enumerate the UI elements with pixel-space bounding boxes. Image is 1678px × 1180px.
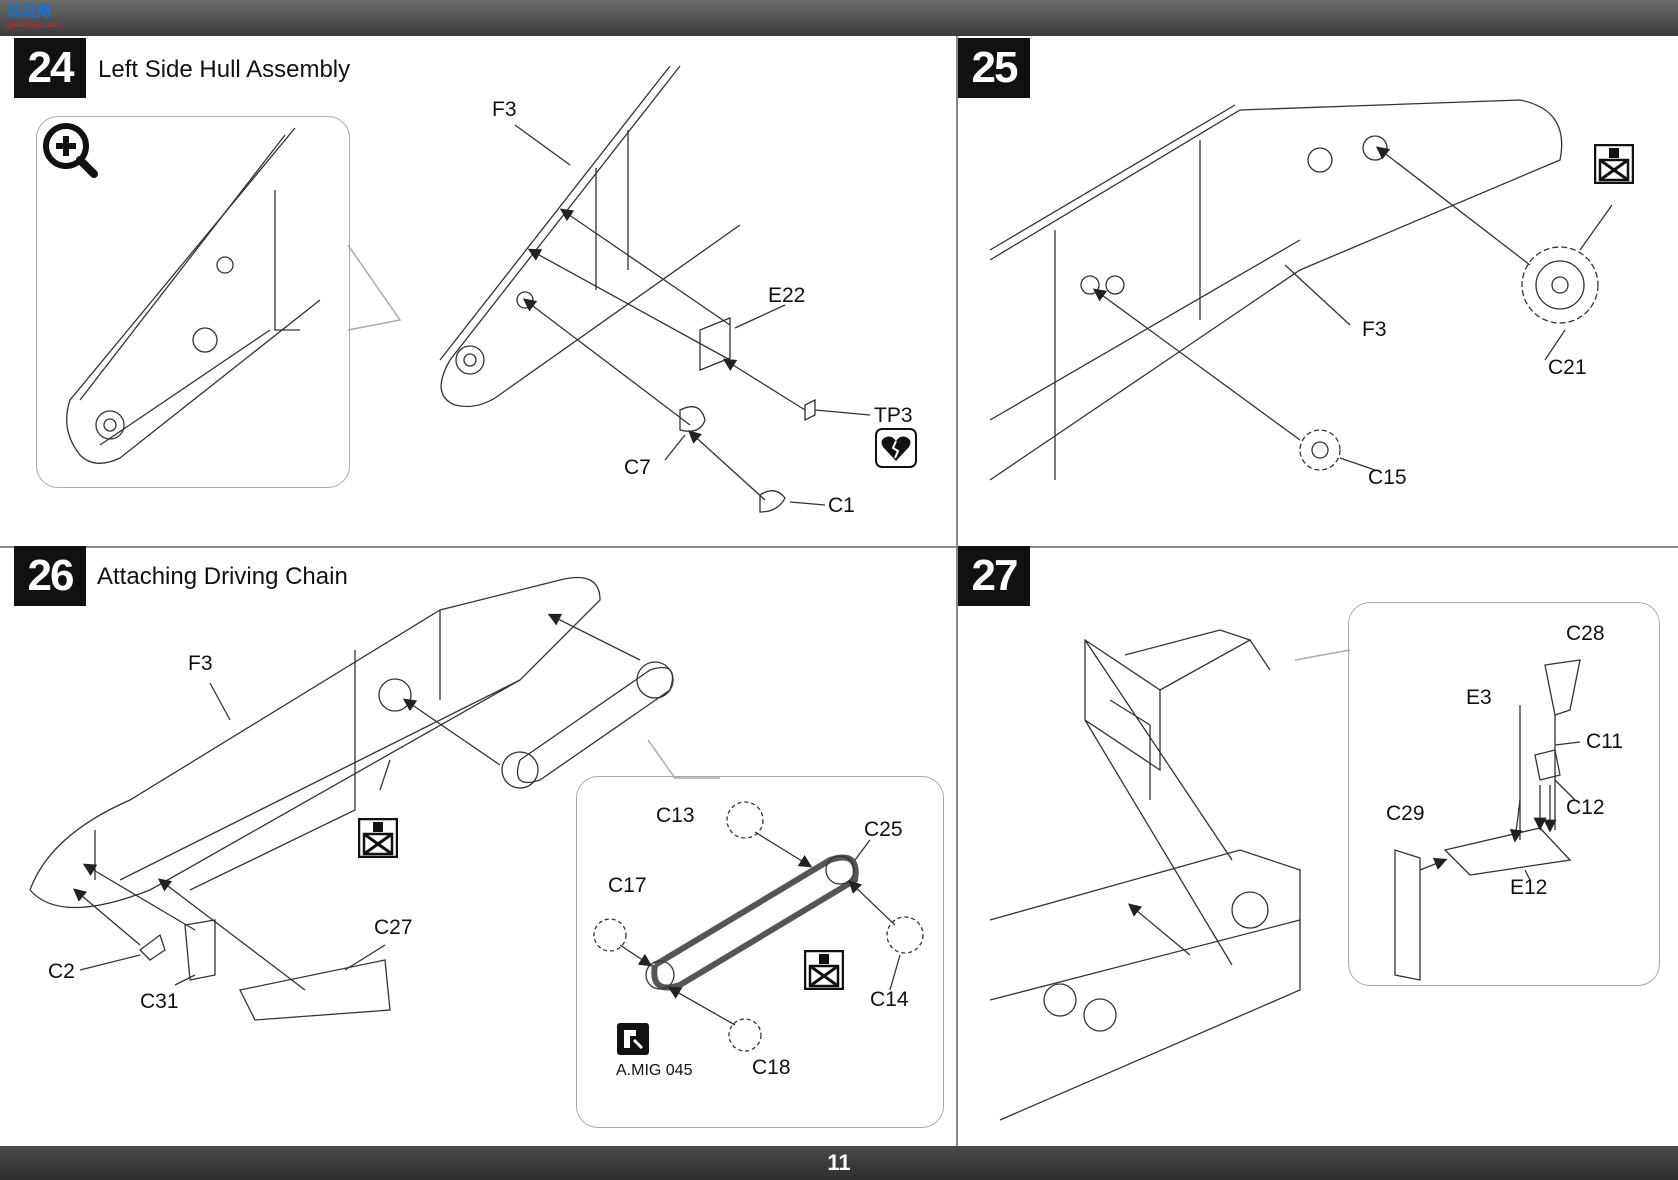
label-c28: C28 xyxy=(1566,622,1605,645)
label-f3: F3 xyxy=(188,652,213,675)
no-glue-icon xyxy=(1593,143,1635,189)
step-24-zoom-callout xyxy=(36,116,350,488)
label-c17: C17 xyxy=(608,874,647,897)
zoom-in-icon xyxy=(42,122,98,183)
label-c1: C1 xyxy=(828,494,855,517)
step-24-number: 24 xyxy=(14,38,86,98)
horizontal-divider xyxy=(0,546,1678,548)
no-glue-icon xyxy=(803,949,845,995)
label-tp3: TP3 xyxy=(874,404,913,427)
step-26-detail-callout xyxy=(576,776,944,1128)
label-c15: C15 xyxy=(1368,466,1407,489)
label-c14: C14 xyxy=(870,988,909,1011)
label-c18: C18 xyxy=(752,1056,791,1079)
step-26-title: Attaching Driving Chain xyxy=(97,563,348,590)
label-f3: F3 xyxy=(1362,318,1387,341)
label-e12: E12 xyxy=(1510,876,1548,899)
label-c7: C7 xyxy=(624,456,651,479)
label-c29: C29 xyxy=(1386,802,1425,825)
label-c21: C21 xyxy=(1548,356,1587,379)
step-27-number: 27 xyxy=(958,546,1030,606)
no-glue-icon xyxy=(357,817,399,863)
glue-heart-icon xyxy=(875,428,917,473)
label-c2: C2 xyxy=(48,960,75,983)
top-bar xyxy=(0,0,1678,36)
label-f3: F3 xyxy=(492,98,517,121)
page-number: 11 xyxy=(827,1150,851,1175)
step-24-title: Left Side Hull Assembly xyxy=(98,56,351,83)
step-27-detail-callout xyxy=(1348,602,1660,986)
label-c11: C11 xyxy=(1586,730,1623,753)
label-e22: E22 xyxy=(768,284,806,307)
vertical-divider xyxy=(956,36,958,1146)
paint-icon xyxy=(616,1022,650,1061)
paint-reference: A.MIG 045 xyxy=(616,1062,693,1079)
label-c12: C12 xyxy=(1566,796,1605,819)
label-c25: C25 xyxy=(864,818,903,841)
label-c27: C27 xyxy=(374,916,413,939)
step-26-number: 26 xyxy=(14,546,86,606)
label-c31: C31 xyxy=(140,990,179,1013)
label-c13: C13 xyxy=(656,804,695,827)
label-e3: E3 xyxy=(1466,686,1492,709)
step-25-number: 25 xyxy=(958,38,1030,98)
bottom-bar xyxy=(0,1146,1678,1180)
